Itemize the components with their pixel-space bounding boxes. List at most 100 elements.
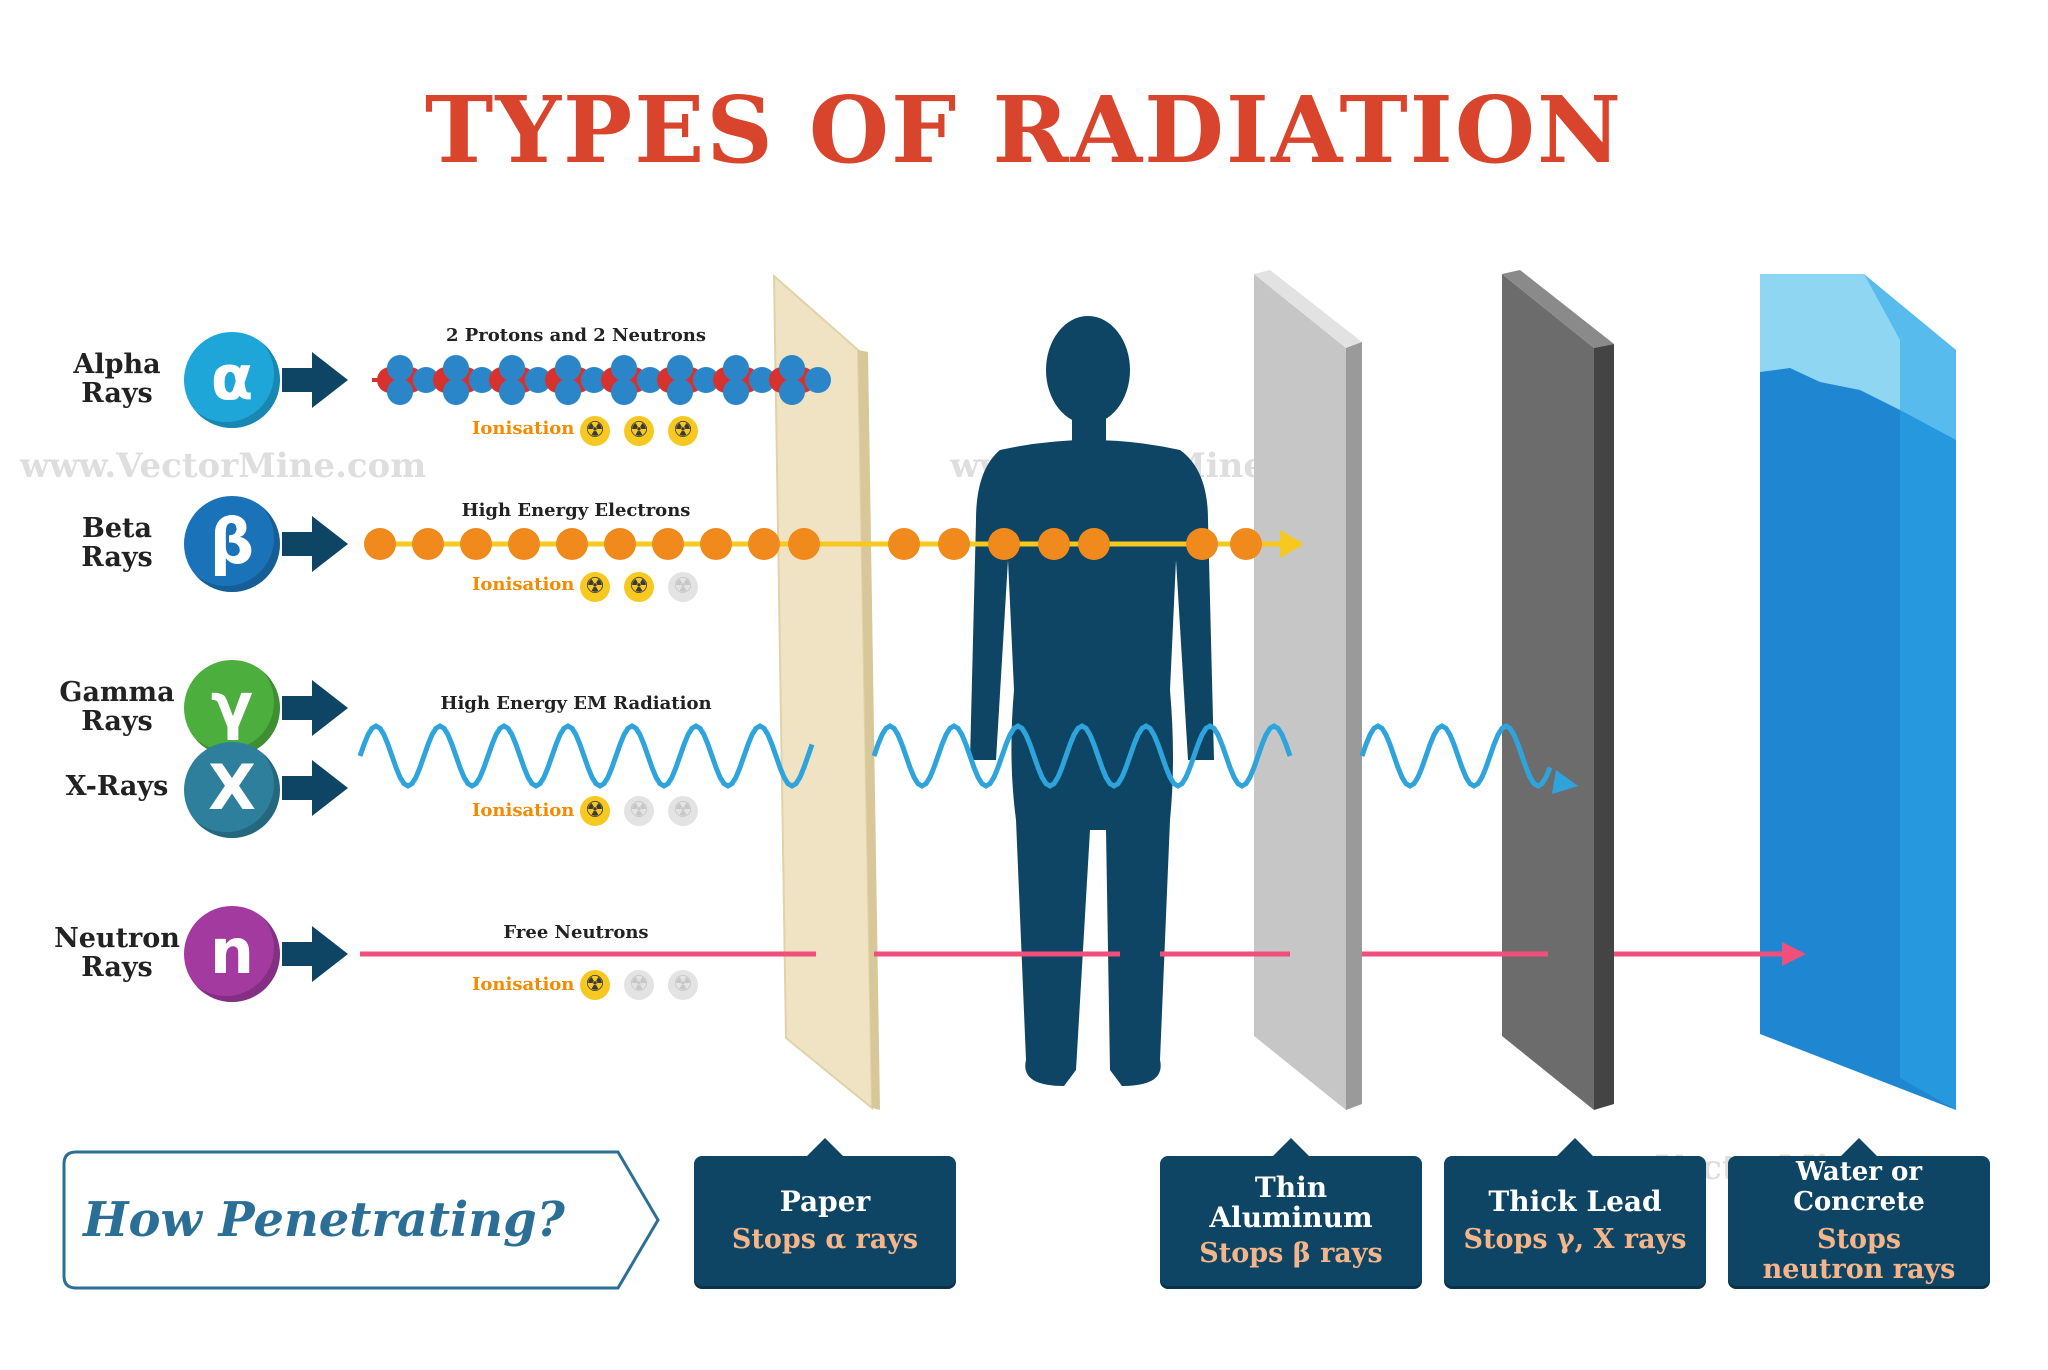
alpha-particle	[387, 355, 413, 381]
radiation-active-icon: ☢	[624, 572, 654, 602]
beta-electron	[364, 528, 396, 560]
beta-electron	[412, 528, 444, 560]
radiation-active-icon: ☢	[580, 796, 610, 826]
alpha-particle	[525, 367, 551, 393]
alpha-ionisation-label: Ionisation	[472, 418, 575, 439]
barrier-name: Paper	[779, 1185, 871, 1218]
alpha-particle-stream	[372, 355, 831, 405]
beta-electron	[700, 528, 732, 560]
radiation-active-icon: ☢	[580, 572, 610, 602]
neutron-stream	[360, 942, 1806, 966]
radiation-inactive-icon: ☢	[668, 970, 698, 1000]
ray-arrows	[282, 352, 348, 982]
lead-barrier-side	[1594, 344, 1614, 1110]
gamma-symbol-icon: γ	[184, 660, 280, 756]
beta-ionisation-label: Ionisation	[472, 574, 575, 595]
label-line: Rays	[81, 952, 153, 983]
aluminum-barrier-side	[1346, 342, 1362, 1110]
aluminum-barrier-top	[1254, 270, 1362, 348]
label-line: Rays	[81, 706, 153, 737]
x-ray-symbol-icon: X	[184, 742, 280, 838]
beta-electron	[988, 528, 1020, 560]
x-rays-label: X-Rays	[52, 772, 182, 801]
page-title: TYPES OF RADIATION	[424, 76, 1624, 184]
alpha-symbol-icon: α	[184, 332, 280, 428]
barrier-name: Aluminum	[1209, 1201, 1373, 1234]
alpha-particle	[611, 379, 637, 405]
alpha-particle	[499, 355, 525, 381]
beta-electron	[604, 528, 636, 560]
water-info-box: Water or Concrete Stops neutron rays	[1728, 1138, 1990, 1286]
alpha-particle	[443, 355, 469, 381]
gamma-caption: High Energy EM Radiation	[440, 693, 712, 714]
barrier-name: Thick Lead	[1488, 1185, 1662, 1218]
alpha-particle	[387, 379, 413, 405]
radiation-inactive-icon: ☢	[624, 970, 654, 1000]
alpha-particle	[499, 379, 525, 405]
gamma-rays-label: Gamma Rays	[52, 678, 182, 736]
label-line: Neutron	[54, 923, 180, 954]
neutron-ionisation-label: Ionisation	[472, 974, 575, 995]
label-line: Gamma	[59, 677, 175, 708]
alpha-particle	[693, 367, 719, 393]
beta-electron	[1186, 528, 1218, 560]
alpha-particle	[667, 379, 693, 405]
beta-electron	[1038, 528, 1070, 560]
alpha-particle	[723, 379, 749, 405]
radiation-inactive-icon: ☢	[624, 796, 654, 826]
beta-electron	[788, 528, 820, 560]
barrier-stops: Stops β rays	[1199, 1238, 1383, 1269]
barrier-name: Thin	[1254, 1171, 1328, 1204]
gamma-ionisation-label: Ionisation	[472, 800, 575, 821]
beta-electron	[938, 528, 970, 560]
beta-particle-stream	[364, 528, 1304, 560]
beta-electron	[748, 528, 780, 560]
label-line: Beta	[82, 513, 152, 544]
neutron-rays-label: Neutron Rays	[52, 924, 182, 982]
radiation-active-icon: ☢	[580, 970, 610, 1000]
gamma-wave	[357, 723, 1578, 794]
barrier-stops: Stops α rays	[731, 1224, 919, 1255]
alpha-particle	[555, 355, 581, 381]
label-line: Rays	[81, 378, 153, 409]
alpha-particle	[581, 367, 607, 393]
alpha-rays-label: Alpha Rays	[52, 350, 182, 408]
alpha-particle	[667, 355, 693, 381]
penetration-box-outline	[62, 1150, 660, 1290]
radiation-active-icon: ☢	[624, 416, 654, 446]
aluminum-info-box: Thin Aluminum Stops β rays	[1160, 1138, 1422, 1286]
beta-electron	[508, 528, 540, 560]
alpha-particle	[723, 355, 749, 381]
water-block-face	[1864, 274, 1956, 1110]
beta-electron	[888, 528, 920, 560]
beta-electron	[652, 528, 684, 560]
beta-electron	[556, 528, 588, 560]
alpha-particle	[637, 367, 663, 393]
beta-electron	[1230, 528, 1262, 560]
alpha-particle	[805, 367, 831, 393]
alpha-particle	[611, 355, 637, 381]
label-line: Alpha	[73, 349, 161, 380]
penetration-question: How Penetrating?	[83, 1192, 565, 1248]
human-silhouette	[970, 316, 1214, 1086]
paper-barrier-edge	[858, 350, 880, 1110]
radiation-inactive-icon: ☢	[668, 572, 698, 602]
beta-symbol-icon: β	[184, 496, 280, 592]
radiation-active-icon: ☢	[668, 416, 698, 446]
barrier-stops: Stops γ, X rays	[1463, 1224, 1687, 1255]
aluminum-barrier	[1254, 274, 1346, 1110]
alpha-particle	[413, 367, 439, 393]
alpha-particle	[443, 379, 469, 405]
beta-caption: High Energy Electrons	[461, 500, 691, 521]
alpha-particle	[555, 379, 581, 405]
neutron-symbol-icon: n	[184, 906, 280, 1002]
neutron-caption: Free Neutrons	[503, 922, 649, 943]
label-line: X-Rays	[65, 771, 169, 802]
lead-info-box: Thick Lead Stops γ, X rays	[1444, 1138, 1706, 1286]
alpha-particle	[469, 367, 495, 393]
alpha-particle	[749, 367, 775, 393]
label-line: Rays	[81, 542, 153, 573]
alpha-particle	[779, 379, 805, 405]
barrier-name: Water or Concrete	[1793, 1157, 1925, 1217]
